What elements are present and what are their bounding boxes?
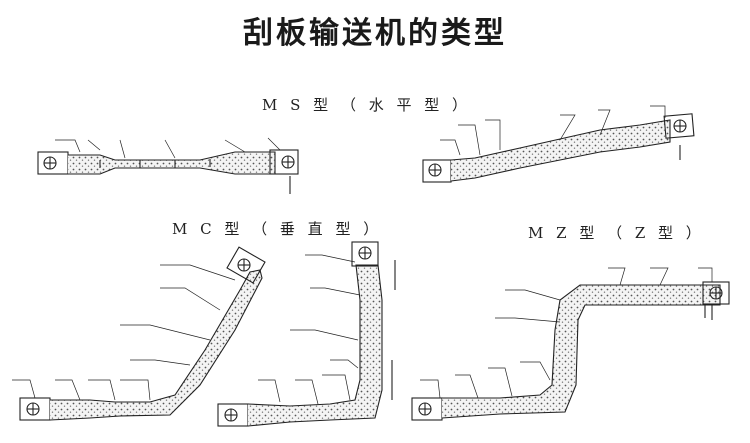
ms-conveyor-right <box>422 105 695 183</box>
mz-conveyor <box>411 267 730 421</box>
mc-conveyor-right <box>217 241 396 427</box>
ms-conveyor-left <box>37 137 299 194</box>
ms-section-title: M S 型 （ 水 平 型 ） <box>262 96 472 114</box>
mc-conveyor-left <box>12 246 266 421</box>
mc-section-title: M C 型 （ 垂 直 型 ） <box>172 220 383 238</box>
mz-section-title: M Z 型 （ Z 型 ） <box>528 224 705 242</box>
page-title: 刮板输送机的类型 <box>243 16 507 51</box>
